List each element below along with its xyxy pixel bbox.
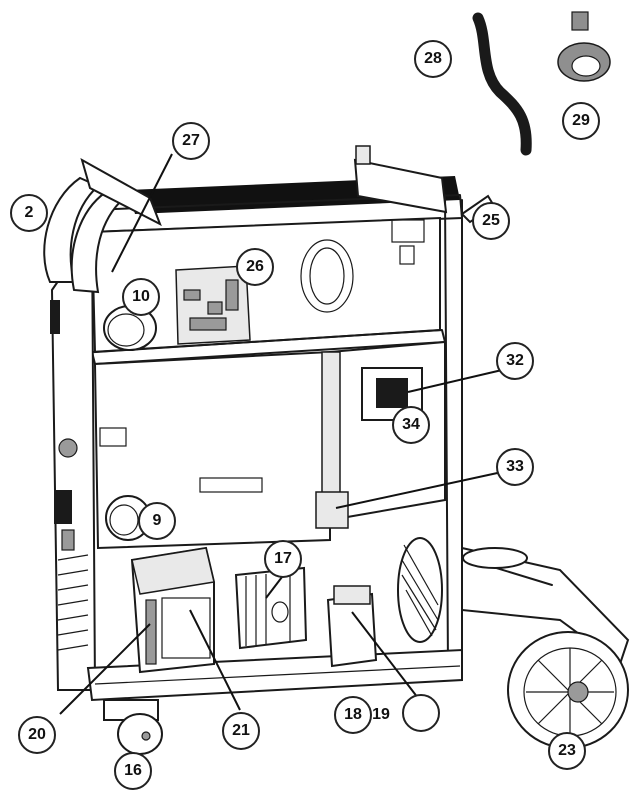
callout-18: 18 [334, 696, 372, 734]
fan-part [397, 537, 443, 643]
inductor-part [326, 585, 378, 668]
caster-part [103, 699, 163, 755]
hose-part [472, 12, 532, 156]
wheel-part [507, 631, 629, 749]
relay-part [361, 367, 423, 421]
clamp-ring-part [557, 11, 611, 82]
callout-33: 33 [496, 448, 534, 486]
callout-26: 26 [236, 248, 274, 286]
callout-32: 32 [496, 342, 534, 380]
callout-19: 19 [372, 706, 390, 723]
callout-17: 17 [264, 540, 302, 578]
callout-20: 20 [18, 716, 56, 754]
callout-29: 29 [562, 102, 600, 140]
callout-blank [402, 694, 440, 732]
component-33-part [315, 491, 349, 529]
callout-27: 27 [172, 122, 210, 160]
circuit-board-part [175, 265, 251, 345]
callout-28: 28 [414, 40, 452, 78]
transformer-part [130, 546, 215, 674]
callout-21: 21 [222, 712, 260, 750]
callout-23: 23 [548, 732, 586, 770]
callout-9: 9 [138, 502, 176, 540]
heatsink-part [234, 566, 308, 650]
top-bracket-part [80, 157, 162, 227]
callout-2: 2 [10, 194, 48, 232]
callout-10: 10 [122, 278, 160, 316]
callout-25: 25 [472, 202, 510, 240]
callout-16: 16 [114, 752, 152, 790]
leader-lines [59, 153, 503, 715]
callout-34: 34 [392, 406, 430, 444]
